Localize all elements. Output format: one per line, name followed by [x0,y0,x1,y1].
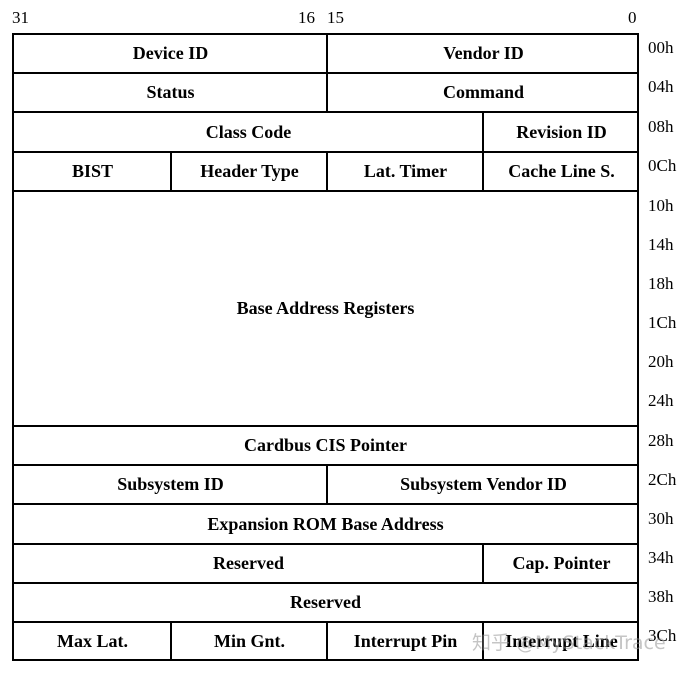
offset-label: 34h [648,548,674,567]
offset-label: 14h [648,235,674,254]
table-row: Expansion ROM Base Address [14,505,637,545]
offset-label: 1Ch [648,313,677,332]
offset-label: 28h [648,431,674,450]
cell-subsystem-id: Subsystem ID [117,474,224,494]
offset-label: 30h [648,509,674,528]
cell-revision-id: Revision ID [482,113,639,151]
table-row: Reserved [14,584,637,623]
cell-cardbus-cis-pointer: Cardbus CIS Pointer [243,435,408,455]
cell-class-code: Class Code [205,121,292,142]
table-row: Cardbus CIS Pointer [14,427,637,466]
cell-vendor-id: Vendor ID [326,35,639,72]
offset-label: 2Ch [648,470,677,489]
table-row: Base Address Registers [14,192,637,427]
cell-base-address-registers: Base Address Registers [236,298,415,318]
cell-expansion-rom-base-address: Expansion ROM Base Address [207,513,444,534]
cell-bist: BIST [71,161,114,181]
bit-label-16: 16 [298,8,315,27]
bit-label-0: 0 [628,8,637,27]
cell-capabilities-pointer: Cap. Pointer [482,545,639,582]
table-row: BIST Header Type Lat. Timer Cache Line S… [14,153,637,192]
offset-label: 10h [648,196,674,215]
cell-cache-line-size: Cache Line S. [482,153,639,190]
table-row: Class Code Revision ID [14,113,637,153]
cell-min-grant: Min Gnt. [170,623,327,659]
table-row: Max Lat. Min Gnt. Interrupt Pin Interrup… [14,623,637,659]
offset-label: 20h [648,352,674,371]
offset-label: 04h [648,77,674,96]
table-row: Device ID Vendor ID [14,35,637,74]
bit-label-15: 15 [327,8,344,27]
cell-interrupt-pin: Interrupt Pin [326,623,483,659]
cell-reserved: Reserved [290,592,361,612]
table-row: Reserved Cap. Pointer [14,545,637,584]
cell-device-id: Device ID [132,43,209,63]
table-row: Subsystem ID Subsystem Vendor ID [14,466,637,505]
offset-label: 00h [648,38,674,57]
pci-config-header-table: Device ID Vendor ID Status Command Class… [12,33,639,661]
cell-latency-timer: Lat. Timer [326,153,483,190]
cell-interrupt-line: Interrupt Line [482,623,639,659]
bit-label-31: 31 [12,8,29,27]
cell-max-latency: Max Lat. [57,630,128,651]
cell-command: Command [326,74,639,111]
cell-status: Status [146,82,195,102]
cell-header-type: Header Type [170,153,327,190]
offset-label: 18h [648,274,674,293]
offset-label: 38h [648,587,674,606]
offset-label: 08h [648,117,674,136]
offset-label: 3Ch [648,626,677,645]
offset-label: 0Ch [648,156,677,175]
offset-label: 24h [648,391,674,410]
cell-subsystem-vendor-id: Subsystem Vendor ID [326,466,639,503]
table-row: Status Command [14,74,637,113]
cell-reserved: Reserved [213,553,284,573]
